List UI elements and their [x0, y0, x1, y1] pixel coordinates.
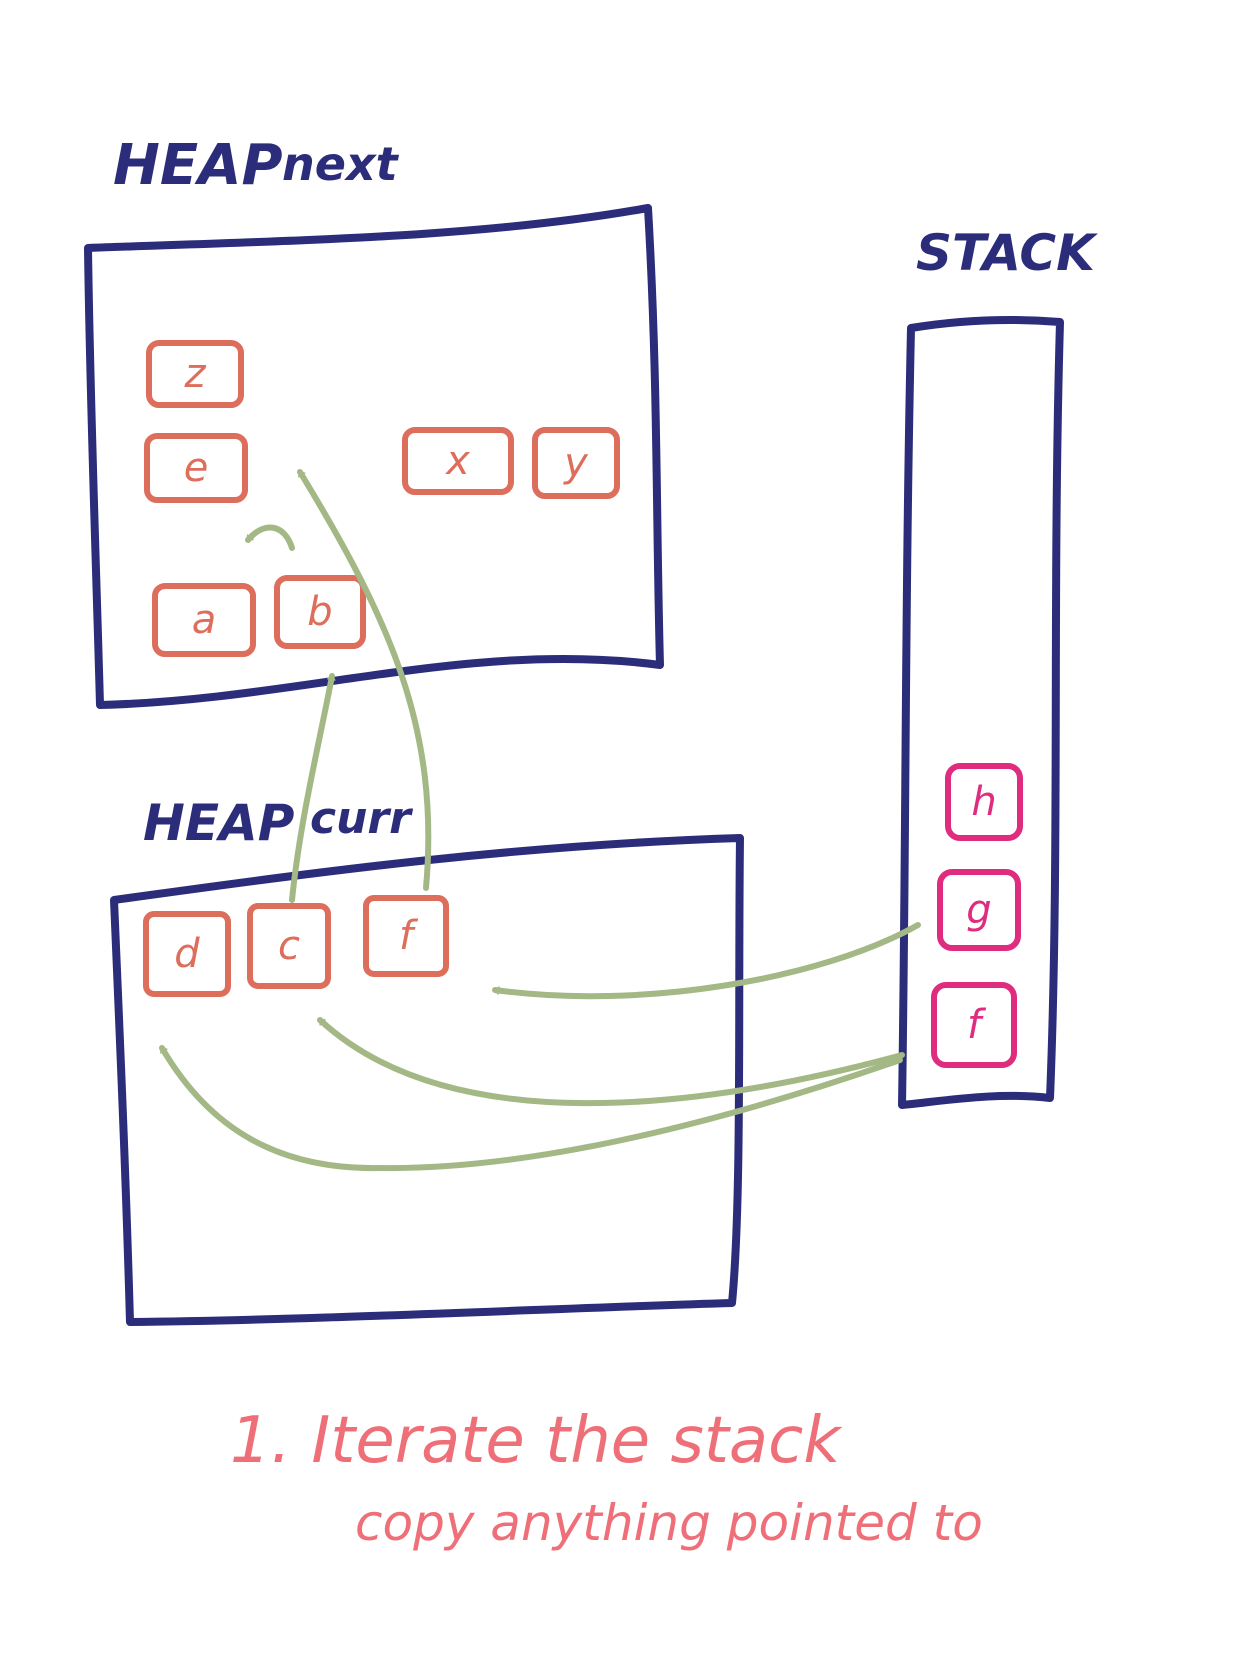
- heap-curr-box: [110, 834, 744, 1326]
- heap-next-cell-a-label: a: [192, 597, 217, 643]
- heap-next-box: [84, 204, 664, 709]
- stack-cell-f: f: [931, 982, 1017, 1068]
- caption-line-1: 1. Iterate the stack: [230, 1404, 843, 1478]
- heap-next-cell-e-label: e: [184, 445, 209, 491]
- arrow-stack-f-to-curr-d: [159, 1045, 903, 1172]
- heap-next-cell-a-box: [152, 583, 256, 657]
- stack-cell-h: h: [945, 763, 1023, 841]
- caption: 1. Iterate the stack copy anything point…: [230, 1404, 983, 1552]
- heap-next-title: HEAP next: [113, 133, 400, 198]
- heap-curr-cell-f-box: [363, 895, 449, 977]
- heap-curr-cell-c-box: [247, 903, 331, 989]
- arrows: [159, 469, 921, 1172]
- heap-curr-cell-c: c: [247, 903, 331, 989]
- stack-cell-f-box: [931, 982, 1017, 1068]
- heap-next-cell-y: y: [532, 427, 620, 499]
- heap-next-cell-y-label: y: [563, 440, 589, 486]
- arrow-curr-f-to-next-e: [297, 469, 432, 891]
- heap-curr-cell-d-label: d: [174, 931, 200, 977]
- stack-title: STACK: [916, 224, 1098, 282]
- heap-next-cell-x-box: [402, 427, 514, 495]
- heap-curr-cell-d: d: [143, 911, 231, 997]
- heap-next-cell-e: e: [144, 433, 248, 503]
- heap-next-cell-z-label: z: [184, 351, 207, 397]
- stack-cell-g: g: [937, 869, 1021, 951]
- heap-next-title-sub: next: [282, 137, 400, 191]
- heap-curr-cell-f-label: f: [399, 913, 419, 959]
- heap-next-cell-b-box: [274, 575, 366, 649]
- heap-next-cell-e-box: [144, 433, 248, 503]
- heap-next-cell-b-label: b: [307, 589, 332, 635]
- heap-curr-title-main: HEAP: [143, 794, 294, 852]
- arrow-stack-g-to-curr-f: [492, 922, 921, 1000]
- stack-cell-h-label: h: [971, 779, 996, 825]
- heap-curr-cell-c-label: c: [278, 923, 300, 969]
- heap-curr-title-sub: curr: [310, 793, 413, 844]
- arrow-b-to-a: [245, 524, 295, 551]
- stack-cell-h-box: [945, 763, 1023, 841]
- heap-next-cell-x-label: x: [444, 438, 470, 484]
- heap-next-cell-x: x: [402, 427, 514, 495]
- heap-next-cell-a: a: [152, 583, 256, 657]
- heap-curr-cell-f: f: [363, 895, 449, 977]
- heap-curr-cell-d-box: [143, 911, 231, 997]
- heap-next-cell-z: z: [146, 340, 244, 408]
- arrow-curr-c-to-next-b: [289, 673, 336, 903]
- caption-line-2: copy anything pointed to: [355, 1494, 983, 1552]
- stack-cell-g-box: [937, 869, 1021, 951]
- stack-box: [898, 316, 1064, 1109]
- stack-cell-f-label: f: [967, 1002, 987, 1048]
- heap-curr-title: HEAP curr: [143, 793, 413, 852]
- heap-next-title-main: HEAP: [113, 133, 283, 198]
- stack-cell-g-label: g: [966, 887, 991, 933]
- heap-next-cell-y-box: [532, 427, 620, 499]
- heap-next-cell-b: b: [274, 575, 366, 649]
- heap-next-cell-z-box: [146, 340, 244, 408]
- arrow-stack-f-to-curr-c: [317, 1017, 905, 1107]
